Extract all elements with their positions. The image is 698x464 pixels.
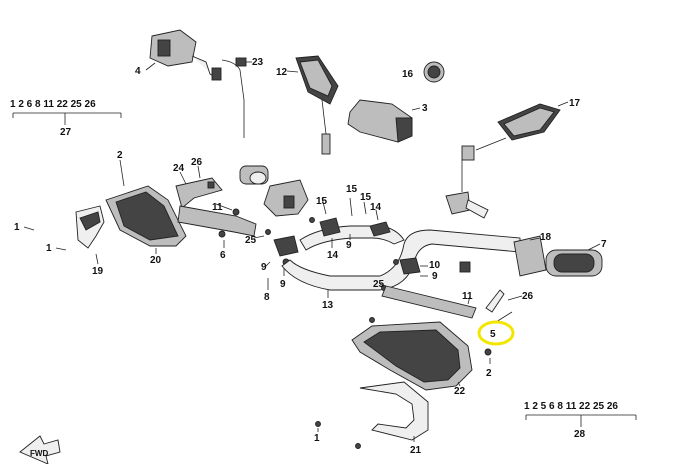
callout-26-a: 26 bbox=[191, 157, 203, 168]
callout-1-c: 1 bbox=[314, 433, 320, 444]
callout-10: 10 bbox=[429, 260, 441, 271]
callout-7: 7 bbox=[601, 239, 607, 250]
right-middle-clamp-group: 10 9 25 bbox=[373, 257, 441, 291]
right-bracket-group: 11 26 bbox=[381, 285, 534, 319]
fwd-arrow: FWD bbox=[19, 435, 61, 464]
callout-15-b: 15 bbox=[346, 184, 358, 195]
callout-22: 22 bbox=[454, 386, 466, 397]
callout-25-b: 25 bbox=[373, 279, 385, 290]
callout-9-c: 9 bbox=[346, 240, 352, 251]
kit-27-items: 1 2 6 8 11 22 25 26 bbox=[10, 99, 96, 110]
cable-part: 23 bbox=[221, 57, 264, 138]
callout-9-b: 9 bbox=[261, 262, 267, 273]
top-cover-part: 3 bbox=[347, 99, 428, 143]
fwd-label: FWD bbox=[30, 449, 48, 458]
callout-13: 13 bbox=[322, 300, 334, 311]
left-switch-group: 11 6 bbox=[177, 165, 309, 261]
right-mirror-part: 17 bbox=[461, 98, 581, 161]
callout-3: 3 bbox=[422, 103, 428, 114]
callout-5: 5 bbox=[490, 329, 496, 340]
callout-19: 19 bbox=[92, 266, 104, 277]
callout-18: 18 bbox=[540, 232, 552, 243]
right-lever-part bbox=[445, 160, 489, 219]
right-handguard-group: 22 2 bbox=[351, 317, 492, 397]
callout-12: 12 bbox=[276, 67, 288, 78]
callout-15-c: 15 bbox=[360, 192, 372, 203]
middle-clamp-group: 15 15 15 14 14 9 bbox=[309, 184, 391, 261]
master-cylinder-part: 4 bbox=[135, 29, 222, 81]
cap-part: 16 bbox=[402, 61, 445, 83]
callout-16: 16 bbox=[402, 69, 414, 80]
callout-1-b: 1 bbox=[46, 243, 52, 254]
lower-guard-group: 1 21 bbox=[314, 381, 429, 456]
callout-25-a: 25 bbox=[245, 235, 257, 246]
highlight-ring bbox=[477, 320, 515, 346]
kit-27-id: 27 bbox=[60, 127, 72, 138]
callout-14-a: 14 bbox=[370, 202, 382, 213]
part-5-group: 5 bbox=[477, 311, 515, 346]
left-clamp-group: 25 9 9 10 8 bbox=[245, 229, 299, 303]
callout-2-b: 2 bbox=[486, 368, 492, 379]
kit-28-items: 1 2 5 6 8 11 22 25 26 bbox=[524, 401, 618, 412]
callout-24: 24 bbox=[173, 163, 185, 174]
callout-9-d: 9 bbox=[432, 271, 438, 282]
kit-28-group: 1 2 5 6 8 11 22 25 26 28 bbox=[524, 401, 637, 440]
callout-26-b: 26 bbox=[522, 291, 534, 302]
callout-15-a: 15 bbox=[316, 196, 328, 207]
right-switch-grip-group: 18 7 bbox=[459, 232, 607, 277]
callout-6: 6 bbox=[220, 250, 226, 261]
callout-23: 23 bbox=[252, 57, 264, 68]
left-mirror-part: 12 bbox=[276, 55, 339, 155]
callout-21: 21 bbox=[410, 445, 422, 456]
callout-2-a: 2 bbox=[117, 150, 123, 161]
callout-4: 4 bbox=[135, 66, 141, 77]
kit-27-group: 1 2 6 8 11 22 25 26 27 bbox=[10, 99, 122, 138]
left-handguard-group: 2 24 26 1 1 19 20 bbox=[14, 150, 223, 277]
callout-8: 8 bbox=[264, 292, 270, 303]
callout-14-b: 14 bbox=[327, 250, 339, 261]
callout-11-b: 11 bbox=[462, 291, 473, 302]
callout-1-a: 1 bbox=[14, 222, 20, 233]
kit-28-id: 28 bbox=[574, 429, 586, 440]
callout-9-a: 9 bbox=[280, 279, 286, 290]
callout-20: 20 bbox=[150, 255, 162, 266]
callout-11-a: 11 bbox=[212, 202, 223, 213]
callout-17: 17 bbox=[569, 98, 581, 109]
